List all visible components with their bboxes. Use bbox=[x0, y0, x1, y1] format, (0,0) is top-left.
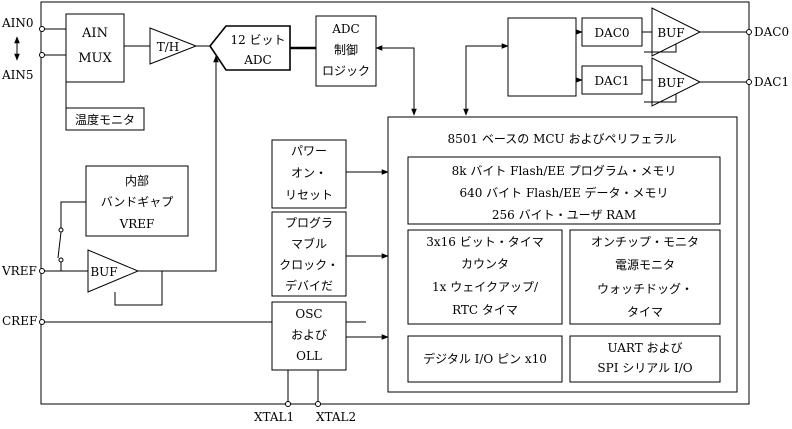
svg-text:DAC0: DAC0 bbox=[754, 25, 789, 39]
svg-text:オン・: オン・ bbox=[291, 166, 327, 180]
svg-text:RTC タイマ: RTC タイマ bbox=[452, 303, 518, 317]
svg-text:制御: 制御 bbox=[334, 42, 358, 57]
pin-cref: CREF bbox=[2, 314, 37, 328]
pin-ain5: AIN5 bbox=[1, 68, 34, 82]
programmable-clock-divider-block: プログラ マブル クロック・ デバイだ bbox=[271, 211, 347, 297]
svg-text:カウンタ: カウンタ bbox=[461, 257, 509, 271]
svg-text:OSC: OSC bbox=[295, 307, 322, 321]
svg-text:BUF: BUF bbox=[90, 265, 117, 279]
svg-text:クロック・: クロック・ bbox=[279, 258, 339, 272]
svg-text:デジタル I/O ピン x10: デジタル I/O ピン x10 bbox=[423, 351, 547, 366]
svg-text:BUF: BUF bbox=[657, 76, 684, 90]
svg-text:タイマ: タイマ bbox=[627, 305, 663, 319]
adc-12bit-block: 12 ビット ADC bbox=[209, 25, 291, 71]
svg-text:プログラ: プログラ bbox=[285, 216, 333, 230]
svg-text:内部: 内部 bbox=[125, 173, 149, 188]
pin-xtal1: XTAL1 bbox=[254, 410, 294, 424]
track-hold-amp: T/H bbox=[149, 27, 198, 65]
svg-text:VREF: VREF bbox=[119, 217, 155, 231]
svg-text:8k バイト Flash/EE プログラム・メモリ: 8k バイト Flash/EE プログラム・メモリ bbox=[452, 164, 677, 178]
osc-pll-block: OSC および OLL bbox=[271, 301, 347, 371]
dac0-block: DAC0 bbox=[581, 17, 643, 47]
svg-text:VREF: VREF bbox=[1, 264, 37, 278]
svg-text:AIN5: AIN5 bbox=[1, 68, 34, 82]
svg-text:256 バイト・ユーザ RAM: 256 バイト・ユーザ RAM bbox=[492, 208, 636, 222]
svg-text:MUX: MUX bbox=[78, 51, 112, 66]
svg-text:12 ビット: 12 ビット bbox=[230, 33, 285, 47]
svg-text:T/H: T/H bbox=[157, 40, 180, 54]
svg-text:ウォッチドッグ・: ウォッチドッグ・ bbox=[597, 282, 693, 296]
svg-text:640 バイト Flash/EE データ・メモリ: 640 バイト Flash/EE データ・メモリ bbox=[459, 185, 668, 200]
svg-text:UART および: UART および bbox=[607, 341, 682, 355]
svg-text:デバイだ: デバイだ bbox=[285, 278, 333, 293]
svg-text:ADC: ADC bbox=[243, 53, 271, 67]
svg-text:BUF: BUF bbox=[657, 26, 684, 40]
dac1-block: DAC1 bbox=[581, 65, 643, 95]
dac-register-block bbox=[507, 17, 577, 97]
bandgap-vref-block: 内部 バンドギャプ VREF bbox=[85, 165, 189, 237]
pin-xtal2: XTAL2 bbox=[316, 410, 356, 424]
svg-text:電源モニタ: 電源モニタ bbox=[615, 258, 675, 272]
svg-text:パワー: パワー bbox=[291, 144, 327, 158]
digital-io-block: デジタル I/O ピン x10 bbox=[407, 335, 563, 383]
svg-text:DAC1: DAC1 bbox=[594, 74, 629, 88]
power-on-reset-block: パワー オン・ リセット bbox=[271, 139, 347, 209]
pin-dac0: DAC0 bbox=[754, 25, 789, 39]
svg-text:XTAL1: XTAL1 bbox=[254, 410, 294, 424]
uart-spi-block: UART および SPI シリアル I/O bbox=[569, 335, 721, 383]
memory-block: 8k バイト Flash/EE プログラム・メモリ 640 バイト Flash/… bbox=[407, 156, 721, 225]
svg-text:オンチップ・モニタ: オンチップ・モニタ bbox=[591, 235, 699, 249]
svg-text:XTAL2: XTAL2 bbox=[316, 410, 356, 424]
svg-text:ロジック: ロジック bbox=[322, 64, 370, 78]
svg-text:AIN: AIN bbox=[81, 26, 108, 41]
adc-control-logic-block: ADC 制御 ロジック bbox=[315, 15, 377, 87]
monitor-watchdog-block: オンチップ・モニタ 電源モニタ ウォッチドッグ・ タイマ bbox=[569, 229, 721, 325]
svg-text:DAC0: DAC0 bbox=[594, 26, 629, 40]
svg-text:3x16 ビット・タイマ: 3x16 ビット・タイマ bbox=[426, 235, 544, 249]
svg-text:SPI シリアル I/O: SPI シリアル I/O bbox=[597, 361, 692, 375]
svg-text:マブル: マブル bbox=[291, 236, 327, 251]
pin-ain0: AIN0 bbox=[1, 16, 34, 30]
mcu-title: 8501 ベースの MCU およびペリフェラル bbox=[448, 132, 677, 146]
svg-text:1x ウェイクアップ/: 1x ウェイクアップ/ bbox=[432, 280, 539, 294]
timer-counter-block: 3x16 ビット・タイマ カウンタ 1x ウェイクアップ/ RTC タイマ bbox=[407, 229, 563, 325]
svg-text:ADC: ADC bbox=[331, 22, 359, 36]
pin-dac1: DAC1 bbox=[754, 75, 789, 89]
ain-mux-block: AIN MUX bbox=[65, 13, 125, 83]
svg-text:温度モニタ: 温度モニタ bbox=[75, 112, 135, 127]
svg-text:リセット: リセット bbox=[285, 188, 333, 202]
svg-text:および: および bbox=[291, 328, 327, 342]
svg-text:バンドギャプ: バンドギャプ bbox=[101, 195, 174, 209]
svg-text:AIN0: AIN0 bbox=[1, 16, 34, 30]
pin-vref: VREF bbox=[1, 264, 37, 278]
svg-text:CREF: CREF bbox=[2, 314, 37, 328]
vref-buffer: BUF bbox=[87, 249, 140, 293]
temp-monitor-block: 温度モニタ bbox=[65, 107, 145, 131]
svg-text:OLL: OLL bbox=[296, 349, 322, 363]
svg-text:DAC1: DAC1 bbox=[754, 75, 789, 89]
